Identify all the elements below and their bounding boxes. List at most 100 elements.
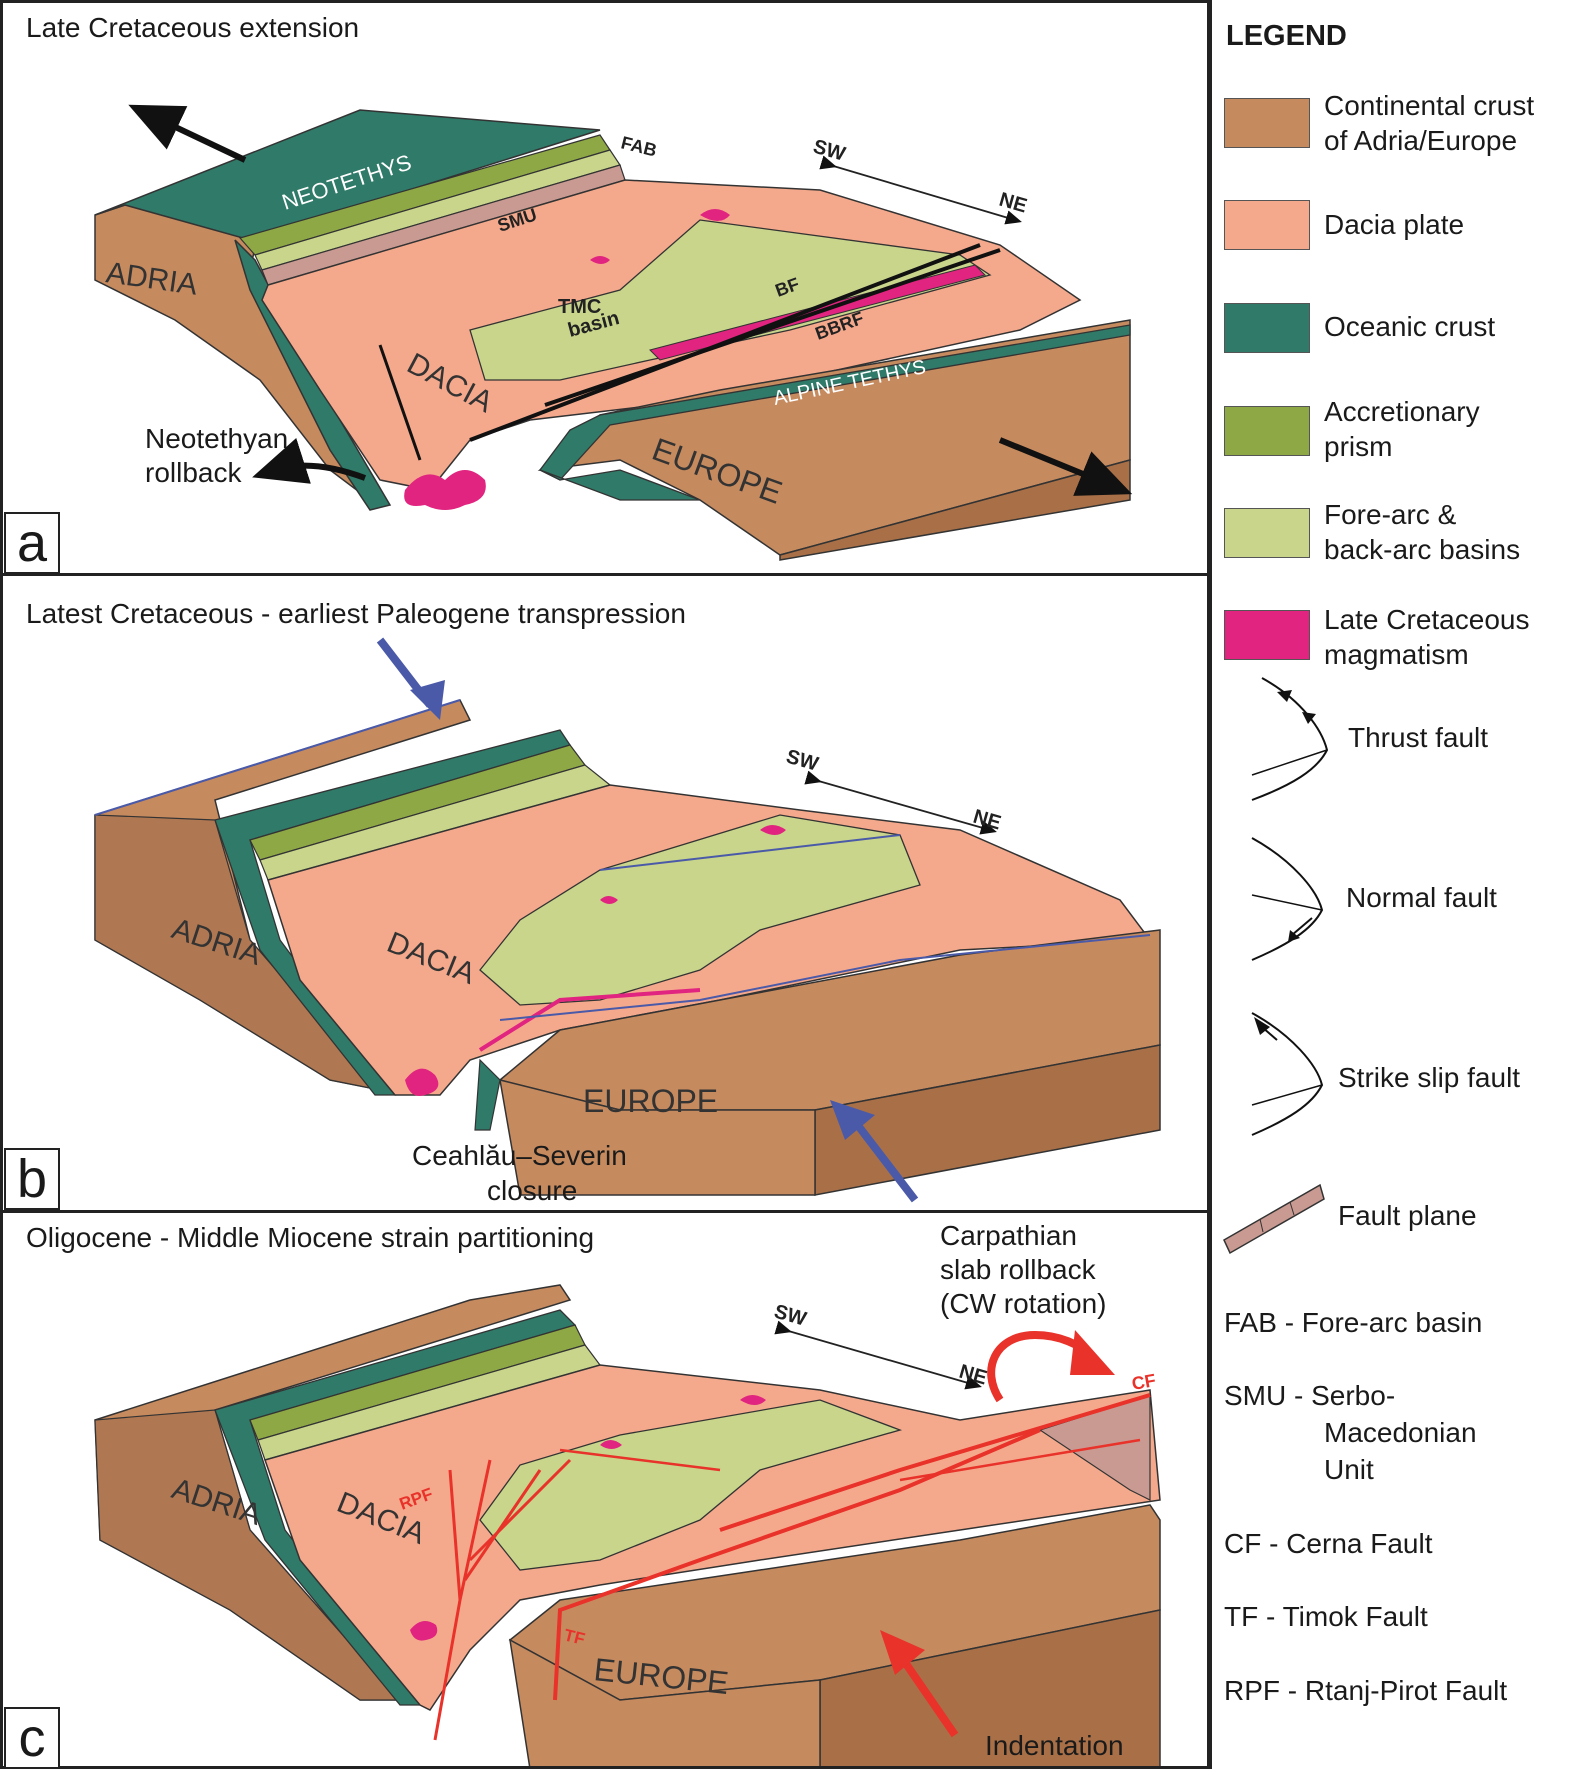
alpine-slab xyxy=(539,469,701,501)
rotation-arrow-head xyxy=(1070,1330,1115,1375)
panel-b-letter: b xyxy=(4,1148,60,1210)
rpf-fault-4 xyxy=(468,1458,572,1562)
cf-fault xyxy=(719,1393,1151,1532)
panel-c-title: Oligocene - Middle Miocene strain partit… xyxy=(26,1222,595,1253)
label-closure-b1: Ceahlău–Severin xyxy=(412,1140,627,1171)
panel-a-letter: a xyxy=(4,512,60,574)
legend-label-continental-2: of Adria/Europe xyxy=(1324,125,1518,156)
legend-label-strike-slip: Strike slip fault xyxy=(1338,1062,1521,1093)
label-europe-b: EUROPE xyxy=(583,1083,718,1119)
panel-a-frame xyxy=(0,0,1210,576)
panel-c-diagram: ADRIA DACIA EUROPE RPF TF CF Carpathian … xyxy=(94,1220,1161,1769)
magmatism-b1 xyxy=(760,825,786,835)
alpine-tethys-ocean xyxy=(539,324,1131,481)
magmatism-c1 xyxy=(740,1395,766,1405)
magmatism-b3 xyxy=(405,1068,439,1096)
adria-front-c xyxy=(94,1409,402,1701)
indentation-arrow xyxy=(896,1652,959,1738)
thrust-line-b1 xyxy=(94,699,461,816)
legend-label-magmatism-2: magmatism xyxy=(1324,639,1469,670)
panel-b-frame xyxy=(0,573,1210,1213)
magmatism-c2 xyxy=(600,1440,622,1449)
cf-fault-2 xyxy=(899,1438,1141,1482)
label-rollback-c3: (CW rotation) xyxy=(940,1288,1106,1319)
extension-arrow-nw xyxy=(128,104,247,163)
legend-heading: LEGEND xyxy=(1226,20,1347,52)
label-rollback-a1: Neotethyan xyxy=(145,423,288,454)
normal-fault-a xyxy=(378,344,422,461)
compression-arrow-se-head xyxy=(830,1100,875,1140)
label-tf: TF xyxy=(562,1625,587,1648)
dacia-plate-c xyxy=(264,1364,1161,1711)
abbr-smu-3: Unit xyxy=(1324,1454,1374,1485)
legend-swatch-oceanic xyxy=(1224,303,1310,353)
europe-side-c xyxy=(509,1638,821,1769)
legend-thrust-symbol xyxy=(1251,677,1329,801)
legend: LEGEND Continental crust of Adria/Europe… xyxy=(1209,0,1571,1769)
magmatism-a1 xyxy=(700,209,730,221)
legend-normal-symbol xyxy=(1251,837,1324,961)
legend-swatch-magmatism xyxy=(1224,610,1310,660)
panel-c-frame xyxy=(0,1210,1210,1769)
magmatism-a3 xyxy=(404,470,486,510)
panel-b-diagram: ADRIA DACIA EUROPE Ceahlău–Severin closu… xyxy=(94,637,1161,1206)
panel-c-letter: c xyxy=(4,1707,60,1769)
legend-swatch-dacia xyxy=(1224,200,1310,250)
legend-strike-slip-symbol xyxy=(1251,1012,1324,1136)
label-closure-b2: closure xyxy=(487,1175,577,1206)
legend-label-accretionary-1: Accretionary xyxy=(1324,396,1480,427)
legend-label-normal: Normal fault xyxy=(1346,882,1497,913)
magmatism-c3 xyxy=(410,1621,438,1641)
legend-swatch-continental xyxy=(1224,98,1310,148)
bbrf-fault xyxy=(544,248,1001,407)
abbr-tf: TF - Timok Fault xyxy=(1224,1601,1428,1632)
ceahlau-slab xyxy=(474,1058,501,1131)
panel-b-title: Latest Cretaceous - earliest Paleogene t… xyxy=(26,598,686,629)
block-diagram: NEOTETHYS FAB SMU ADRIA DACIA TMC basin … xyxy=(94,104,1161,1769)
strike-slip-line-c xyxy=(559,1448,721,1472)
legend-label-oceanic: Oceanic crust xyxy=(1324,311,1496,342)
legend-label-basins-1: Fore-arc & xyxy=(1324,499,1457,530)
panel-a-diagram: NEOTETHYS FAB SMU ADRIA DACIA TMC basin … xyxy=(94,104,1133,561)
magmatic-line-b xyxy=(478,988,701,1052)
legend-label-basins: Fore-arc & back-arc basins xyxy=(1324,497,1520,567)
compression-arrow-nw-head xyxy=(410,680,445,720)
label-tmc: TMC xyxy=(558,296,601,318)
legend-label-fault-plane: Fault plane xyxy=(1338,1200,1477,1231)
abbr-smu-2: Macedonian xyxy=(1324,1417,1477,1448)
abbr-fab: FAB - Fore-arc basin xyxy=(1224,1307,1483,1338)
legend-label-accretionary: Accretionary prism xyxy=(1324,394,1480,464)
label-rollback-c1: Carpathian xyxy=(940,1220,1077,1251)
magmatism-b2 xyxy=(600,896,618,904)
europe-side-b xyxy=(499,1078,816,1196)
legend-label-accretionary-2: prism xyxy=(1324,431,1393,462)
legend-swatch-accretionary xyxy=(1224,406,1310,456)
label-rollback-c2: slab rollback xyxy=(940,1254,1097,1285)
oceanic-strip-b xyxy=(214,729,572,1096)
legend-fault-plane-symbol xyxy=(1223,1183,1325,1255)
legend-label-basins-2: back-arc basins xyxy=(1324,534,1521,565)
sw-ne-arrow-c xyxy=(774,1320,982,1390)
indentation-arrow-head xyxy=(880,1630,925,1675)
thrust-line-b3 xyxy=(499,934,1151,1021)
rollback-arrow-a xyxy=(252,438,367,484)
sw-ne-arrow-b xyxy=(804,770,997,835)
abbr-cf: CF - Cerna Fault xyxy=(1224,1528,1433,1559)
tmc-basin xyxy=(469,219,992,381)
adria-front-b xyxy=(94,814,382,1091)
oceanic-strip-c xyxy=(214,1309,577,1706)
legend-label-magmatism: Late Cretaceous magmatism xyxy=(1324,602,1529,672)
rpf-fault-3 xyxy=(463,1469,542,1581)
legend-swatch-basins xyxy=(1224,508,1310,558)
magmatism-a2 xyxy=(590,256,610,264)
compression-arrow-se xyxy=(846,1112,919,1203)
label-rollback-a2: rollback xyxy=(145,457,242,488)
extension-arrow-se xyxy=(998,437,1133,496)
legend-label-dacia: Dacia plate xyxy=(1324,209,1465,240)
tmc-basin-b xyxy=(479,814,921,1006)
tf-fault xyxy=(553,1428,1041,1701)
legend-label-continental: Continental crust of Adria/Europe xyxy=(1324,88,1534,158)
thrust-line-b2 xyxy=(599,834,901,871)
legend-frame xyxy=(1209,0,1571,1769)
rpf-fault-2 xyxy=(458,1459,492,1601)
